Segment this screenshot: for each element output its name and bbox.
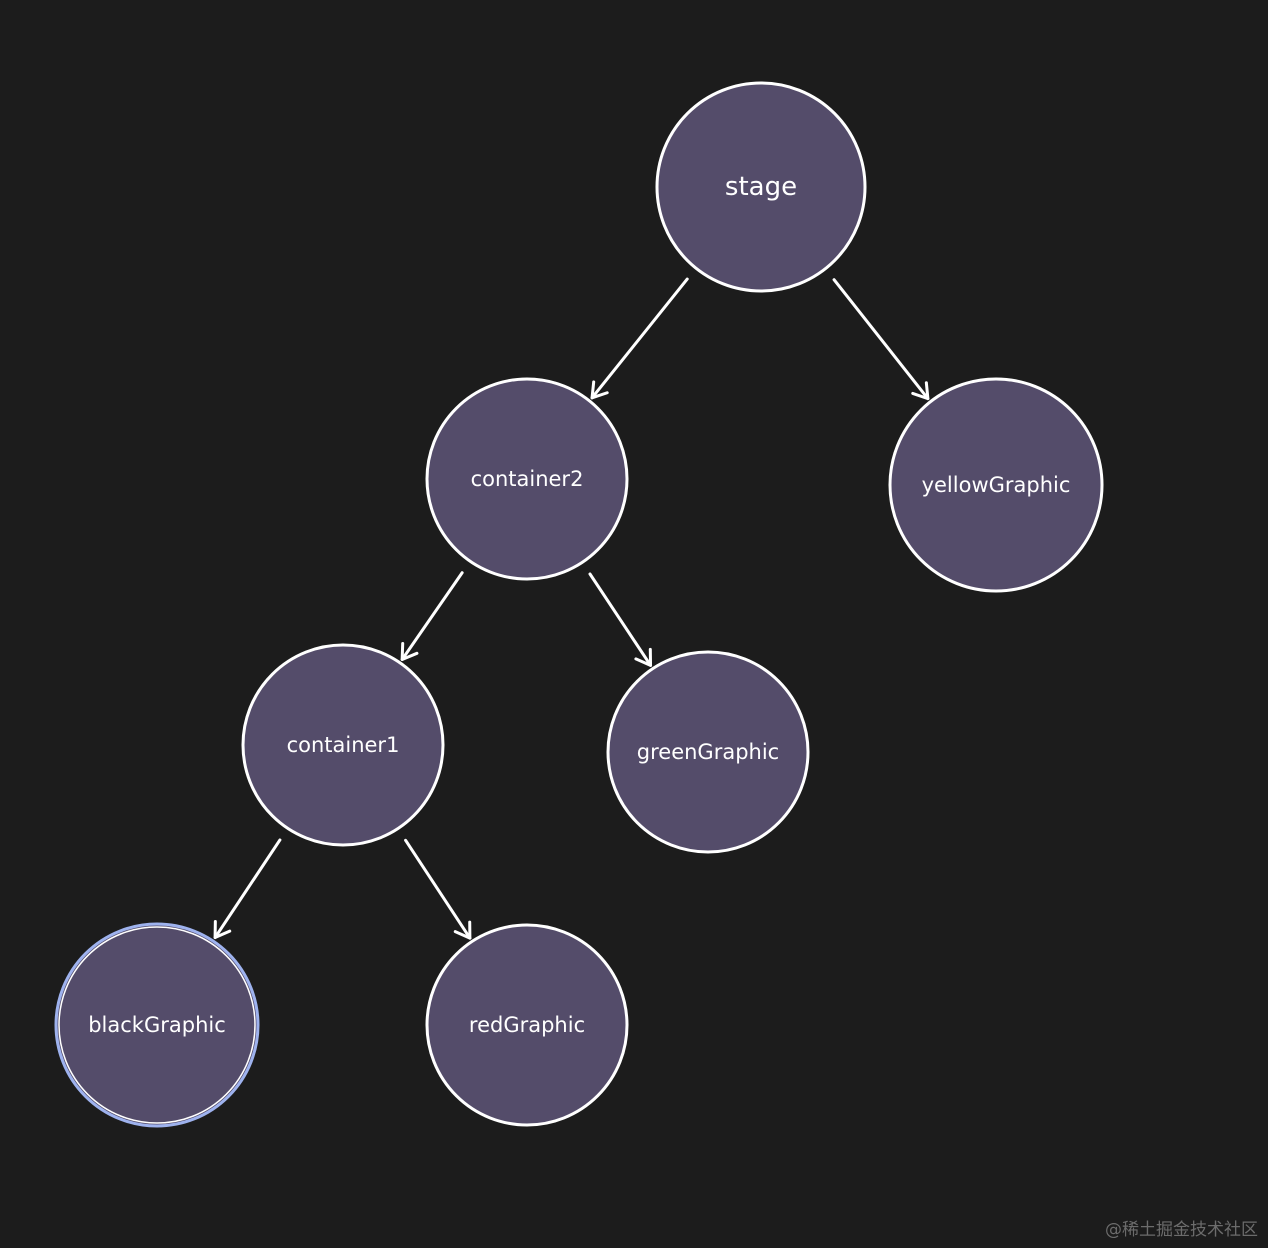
arrowhead-icon <box>911 381 930 401</box>
edge-line <box>588 572 653 667</box>
watermark: @稀土掘金技术社区 <box>1105 1220 1258 1240</box>
node-label: container2 <box>471 467 584 491</box>
node-label: blackGraphic <box>88 1013 226 1037</box>
node-circle[interactable] <box>606 650 810 854</box>
node-label: redGraphic <box>469 1013 585 1037</box>
node-container2[interactable]: container2 <box>425 377 629 581</box>
node-stage[interactable]: stage <box>655 81 867 293</box>
node-label: greenGraphic <box>637 740 779 764</box>
edge-stage-container2 <box>590 277 689 400</box>
node-container1[interactable]: container1 <box>241 643 445 847</box>
node-circle[interactable] <box>425 377 629 581</box>
arrowhead-icon <box>453 920 472 940</box>
arrowhead-icon <box>590 380 609 400</box>
arrowhead-icon <box>400 641 419 661</box>
node-label: stage <box>725 172 797 202</box>
node-yellowGraphic[interactable]: yellowGraphic <box>888 377 1104 593</box>
edge-stage-yellowGraphic <box>832 278 930 401</box>
edge-container2-greenGraphic <box>588 572 653 667</box>
node-circle[interactable] <box>241 643 445 847</box>
edge-container1-blackGraphic <box>213 838 282 940</box>
edge-line <box>400 571 464 661</box>
edge-line <box>404 838 472 940</box>
edges-layer <box>213 277 930 940</box>
node-label: container1 <box>287 733 400 757</box>
node-greenGraphic[interactable]: greenGraphic <box>606 650 810 854</box>
node-inner-ring <box>58 926 256 1124</box>
nodes-layer: stage container2 yellowGraphic container1 gr… <box>54 81 1104 1128</box>
node-circle[interactable] <box>888 377 1104 593</box>
edge-line <box>213 838 282 940</box>
node-circle[interactable] <box>655 81 867 293</box>
node-circle[interactable] <box>54 922 260 1128</box>
node-label: yellowGraphic <box>922 473 1071 497</box>
arrowhead-icon <box>634 647 653 667</box>
node-circle[interactable] <box>425 923 629 1127</box>
edge-container1-redGraphic <box>404 838 472 940</box>
edge-line <box>832 278 930 401</box>
node-redGraphic[interactable]: redGraphic <box>425 923 629 1127</box>
node-blackGraphic[interactable]: blackGraphic <box>54 922 260 1128</box>
edge-container2-container1 <box>400 571 464 661</box>
arrowhead-icon <box>213 920 232 940</box>
edge-line <box>590 277 689 400</box>
